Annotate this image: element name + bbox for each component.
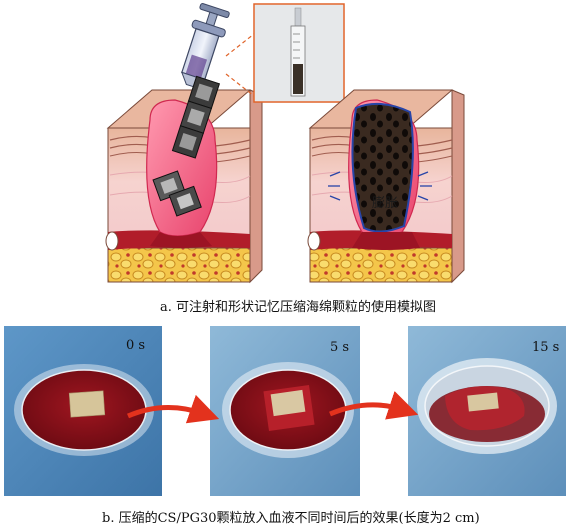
compressed-particles xyxy=(152,75,221,217)
syringe-icon xyxy=(181,3,230,88)
time-label-5s: 5 s xyxy=(330,340,350,355)
arrow-2 xyxy=(329,391,419,420)
caption-b: b. 压缩的CS/PG30颗粒放入血液不同时间后的效果(长度为2 cm) xyxy=(102,511,480,526)
arrow-1 xyxy=(127,394,220,424)
caption-a: a. 可注射和形状记忆压缩海绵颗粒的使用模拟图 xyxy=(160,300,437,315)
time-label-0s: 0 s xyxy=(126,338,146,353)
photo-15s xyxy=(408,326,566,496)
time-label-15s: 15 s xyxy=(532,340,560,355)
swell-label: 膨胀 xyxy=(372,196,399,211)
swell-dashes xyxy=(328,171,432,201)
skin-block-right xyxy=(307,89,465,284)
inset-syringe-photo xyxy=(253,3,345,103)
